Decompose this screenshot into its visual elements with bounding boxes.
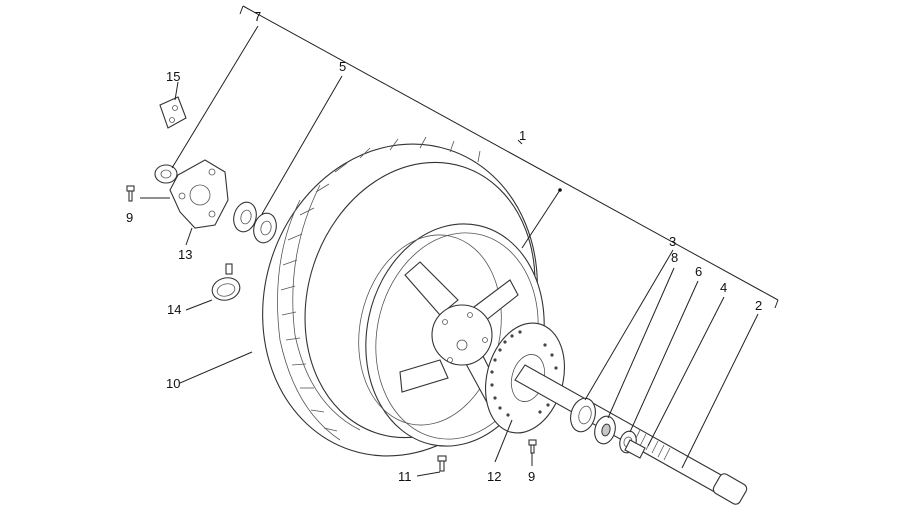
cable-clip [159,96,187,129]
callout-9-lower: 9 [528,469,535,484]
bearing-left [233,201,277,244]
hose-clamp [211,263,241,301]
callout-2: 2 [755,298,762,313]
callout-15: 15 [166,69,180,84]
callout-1: 1 [519,128,526,143]
callout-13: 13 [178,247,192,262]
callout-7: 7 [254,9,261,24]
callout-5: 5 [339,59,346,74]
callout-8: 8 [671,250,678,265]
callout-10: 10 [166,376,180,391]
drive-hub [169,159,229,229]
spacer-ring [594,415,616,445]
callout-9-upper: 9 [126,210,133,225]
screw-lower [528,439,537,454]
callout-3: 3 [669,234,676,249]
assembly-bracket [239,5,779,309]
bearing-right [570,397,596,433]
bushing [624,439,646,459]
axle [514,364,748,505]
callout-14: 14 [167,302,181,317]
callout-11: 11 [398,469,412,484]
valve-screw [437,455,447,472]
washer [154,164,178,184]
callout-4: 4 [720,280,727,295]
callout-6: 6 [695,264,702,279]
screw-upper [126,185,135,202]
callout-labels: 1 2 3 4 5 6 7 8 9 9 10 11 12 13 14 15 [126,9,762,484]
callout-12: 12 [487,469,501,484]
leader-lines [140,25,759,477]
